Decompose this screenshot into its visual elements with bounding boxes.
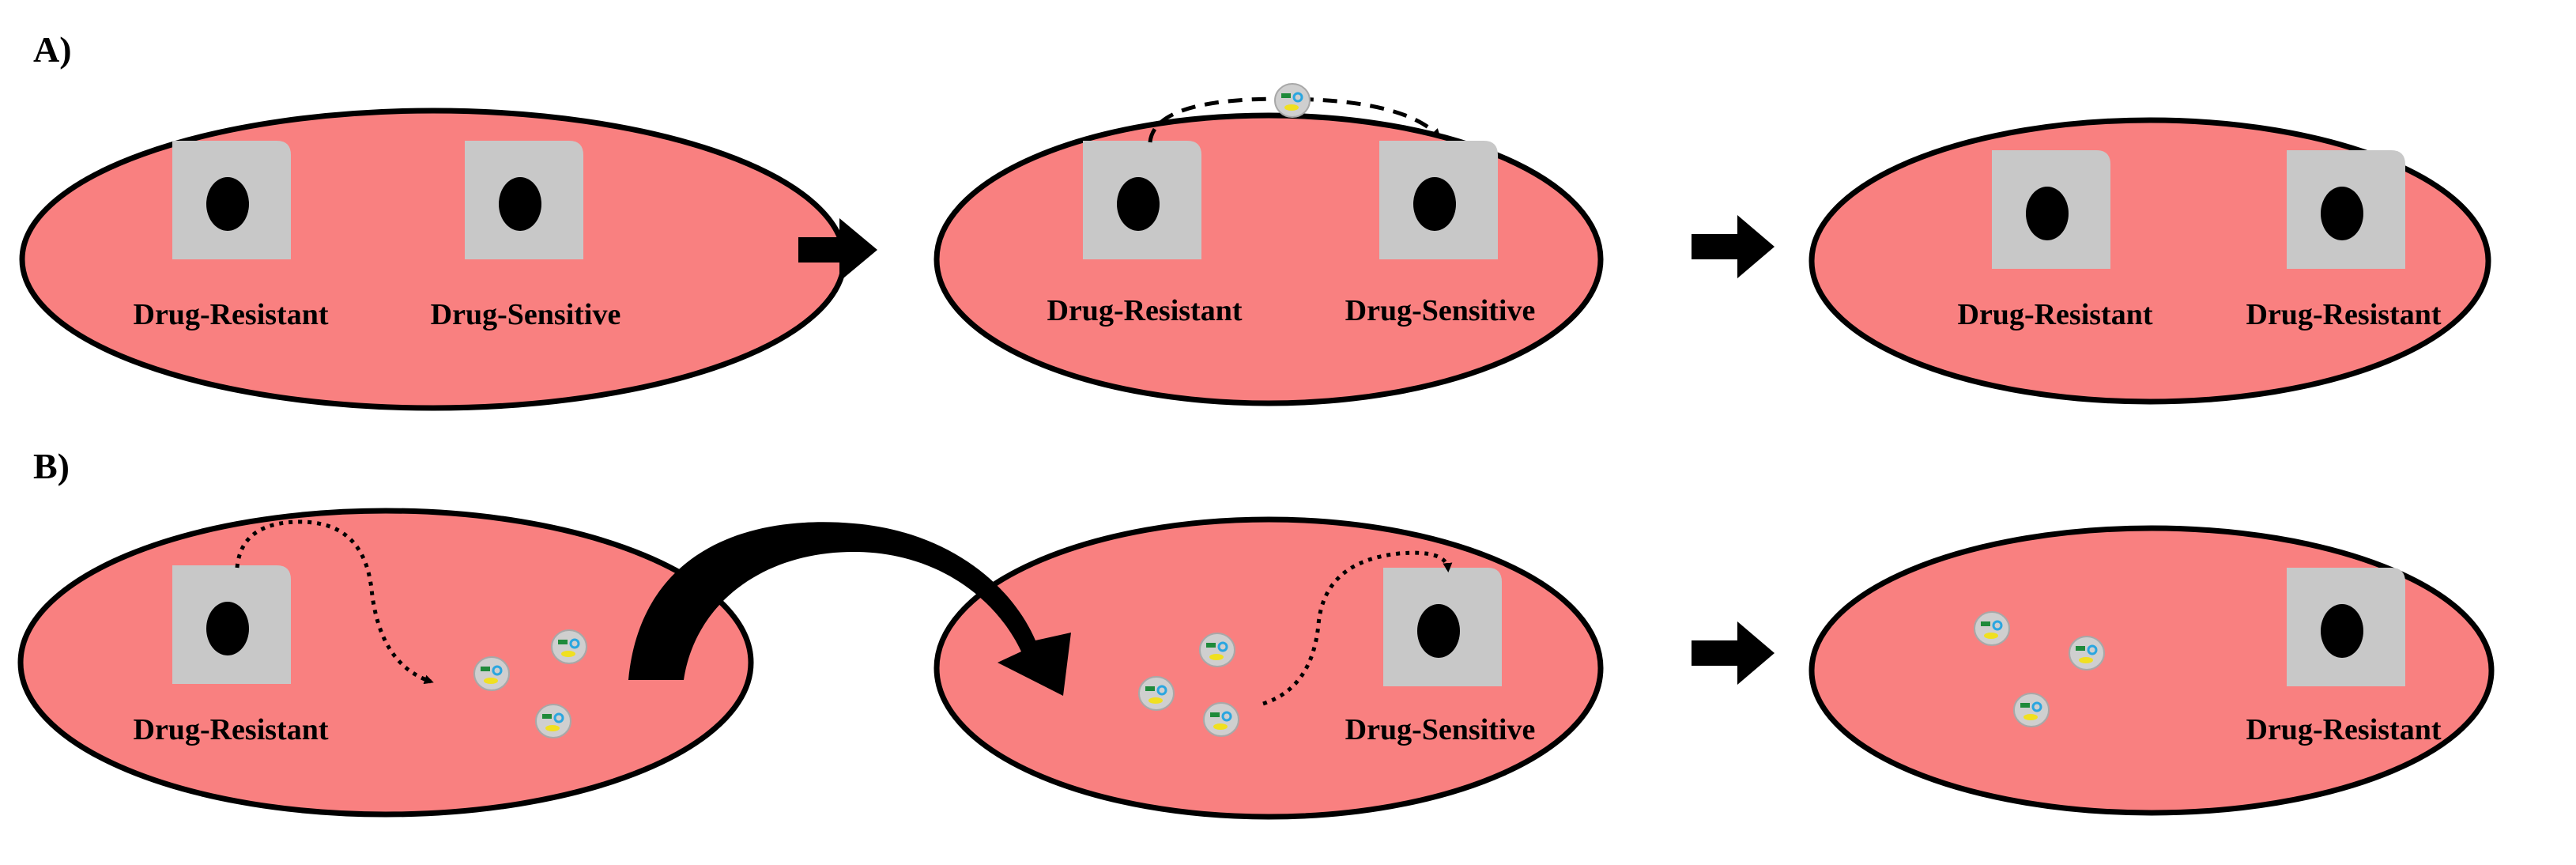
extracellular-vesicle-icon: [550, 629, 588, 665]
curved-arrow-icon: [628, 522, 1071, 696]
cell-label: Drug-Resistant: [134, 713, 329, 746]
panel-a-stage2: Drug-Resistant Drug-Sensitive: [933, 82, 1604, 406]
resistant-cell: [2287, 150, 2405, 269]
cell-label-right: Drug-Sensitive: [1345, 294, 1536, 327]
sensitive-cell: [1379, 141, 1498, 259]
cell-label: Drug-Sensitive: [1345, 713, 1536, 746]
panel-a-stage3: Drug-Resistant Drug-Resistant: [1808, 117, 2491, 405]
compartment-ellipse: [19, 108, 847, 411]
panel-b-stage1: Drug-Resistant: [17, 508, 754, 818]
extracellular-vesicle-icon: [534, 703, 572, 739]
panel-b-stage2: Drug-Sensitive: [933, 516, 1604, 820]
sensitive-cell: [465, 141, 583, 259]
cell-label-left: Drug-Resistant: [1958, 298, 2153, 331]
resistant-cell: [2287, 568, 2405, 686]
resistant-cell: [1083, 141, 1201, 259]
sensitive-cell: [1383, 568, 1502, 686]
vesicle-uptake-arrow: [1262, 550, 1453, 706]
right-arrow-icon: [1692, 621, 1775, 685]
cell-label-left: Drug-Resistant: [1047, 294, 1243, 327]
panel-a-stage1: Drug-Resistant Drug-Sensitive: [19, 108, 847, 411]
extracellular-vesicle-icon: [1202, 701, 1240, 738]
cell-label-right: Drug-Sensitive: [431, 298, 621, 331]
right-arrow-icon: [1692, 215, 1775, 278]
resistant-cell: [172, 565, 291, 684]
panel-b-stage3: Drug-Resistant: [1808, 525, 2495, 816]
extracellular-vesicle-icon: [1973, 610, 2011, 647]
compartment-ellipse: [933, 112, 1604, 406]
extracellular-vesicle-icon: [473, 655, 511, 692]
extracellular-vesicle-icon: [1273, 82, 1311, 119]
extracellular-vesicle-icon: [2068, 635, 2106, 671]
resistant-cell: [1992, 150, 2110, 269]
vesicle-release-arrow: [235, 519, 434, 685]
cell-label-left: Drug-Resistant: [134, 298, 329, 331]
cell-label-right: Drug-Resistant: [2246, 298, 2442, 331]
panel-b-label: B): [33, 446, 70, 486]
resistant-cell: [172, 141, 291, 259]
cell-label: Drug-Resistant: [2246, 713, 2442, 746]
extracellular-vesicle-icon: [1198, 632, 1236, 668]
extracellular-vesicle-icon: [2012, 692, 2050, 728]
panel-a-label: A): [33, 29, 72, 70]
extracellular-vesicle-icon: [1137, 675, 1175, 712]
right-arrow-icon: [798, 218, 877, 281]
